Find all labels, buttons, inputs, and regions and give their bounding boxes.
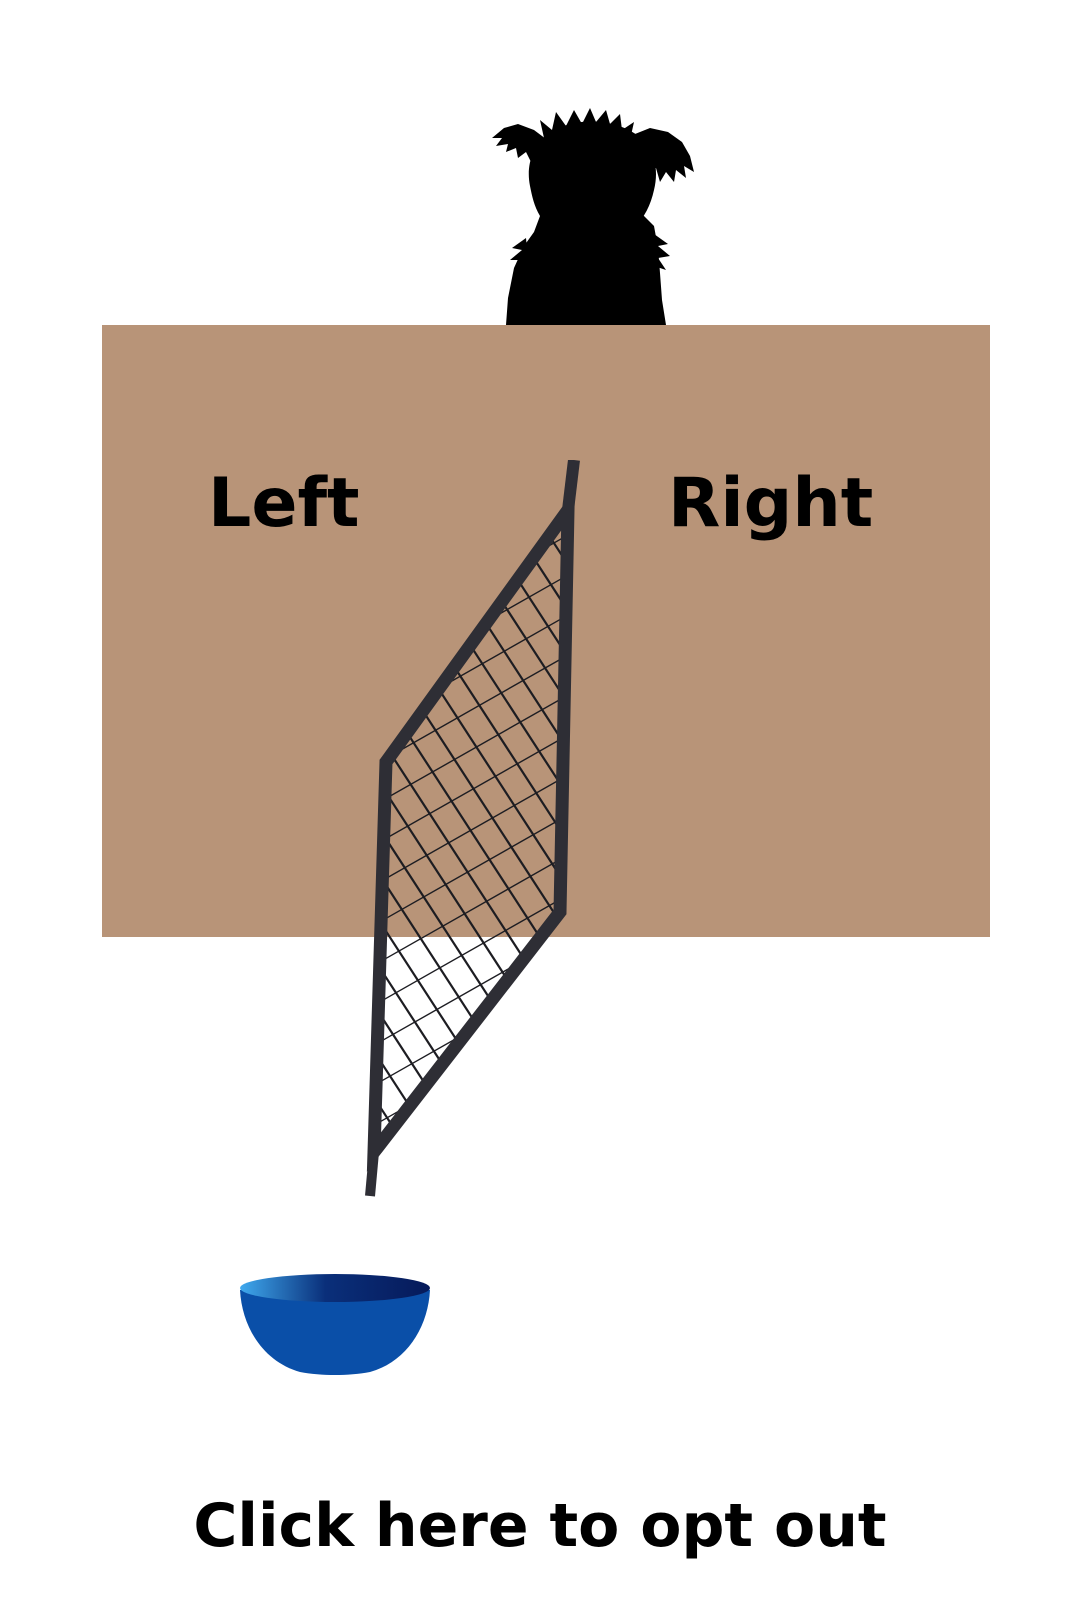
bowl-rim bbox=[240, 1274, 430, 1302]
right-label[interactable]: Right bbox=[668, 464, 874, 543]
dog-silhouette-shape bbox=[492, 108, 694, 325]
barrier-board-shape bbox=[102, 325, 990, 937]
bowl-shape bbox=[240, 1274, 430, 1375]
barrier-board-fill bbox=[102, 325, 990, 937]
bowl-icon[interactable] bbox=[236, 1268, 434, 1376]
opt-out-link[interactable]: Click here to opt out bbox=[193, 1491, 887, 1561]
dog-silhouette-icon[interactable] bbox=[490, 108, 710, 328]
fence-post-bottom bbox=[365, 1151, 379, 1197]
bowl-body bbox=[240, 1290, 430, 1375]
left-label[interactable]: Left bbox=[208, 464, 360, 543]
barrier-board bbox=[102, 325, 990, 937]
